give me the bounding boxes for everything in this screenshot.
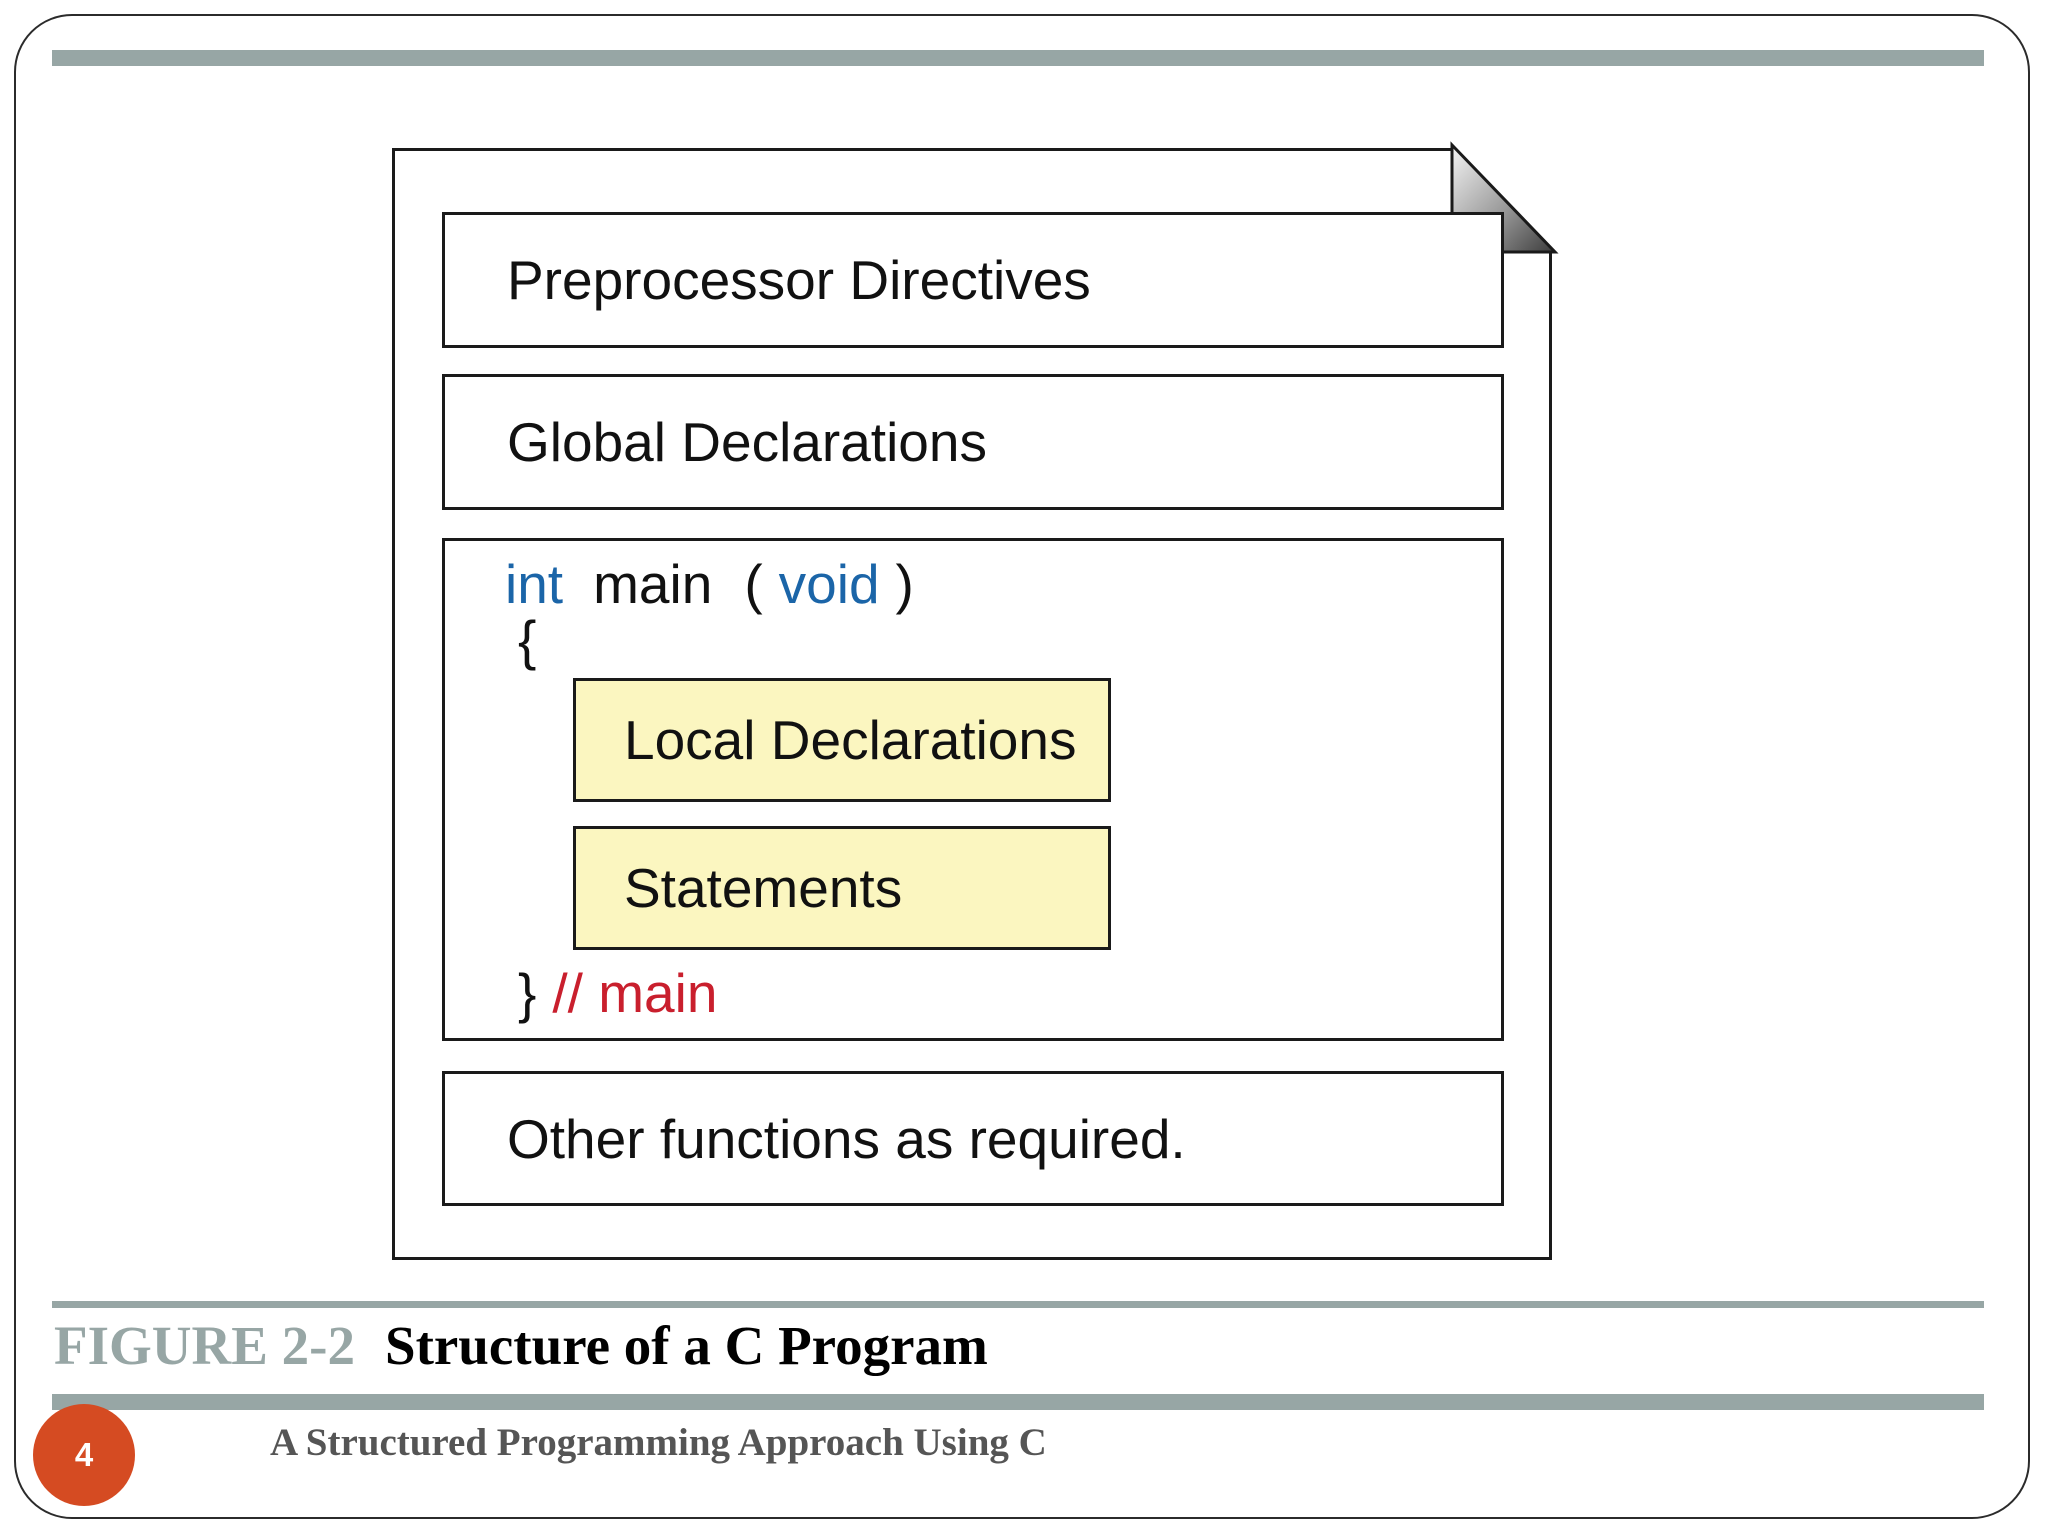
- keyword-int: int: [505, 553, 564, 615]
- keyword-void: void: [778, 553, 880, 615]
- figure-caption: FIGURE 2-2 Structure of a C Program: [54, 1315, 988, 1377]
- figure-title: Structure of a C Program: [384, 1315, 988, 1376]
- other-functions-label: Other functions as required.: [507, 1108, 1186, 1170]
- global-declarations-label: Global Declarations: [507, 411, 987, 473]
- caption-rule: [52, 1301, 1984, 1308]
- comment-main: // main: [552, 962, 718, 1024]
- brace-close: }: [518, 962, 537, 1024]
- slide-number-badge: 4: [33, 1404, 135, 1506]
- top-rule: [52, 50, 1984, 66]
- other-functions-box: Other functions as required.: [442, 1071, 1504, 1206]
- preprocessor-directives-label: Preprocessor Directives: [507, 249, 1091, 311]
- local-declarations-label: Local Declarations: [624, 709, 1077, 771]
- paren-close: ): [895, 553, 914, 615]
- global-declarations-box: Global Declarations: [442, 374, 1504, 510]
- statements-label: Statements: [624, 857, 903, 919]
- brace-open: {: [518, 609, 537, 671]
- book-title: A Structured Programming Approach Using …: [270, 1421, 1047, 1464]
- function-name-main: main: [593, 553, 713, 615]
- main-closing-line: }// main: [518, 966, 717, 1021]
- local-declarations-box: Local Declarations: [573, 678, 1111, 802]
- statements-box: Statements: [573, 826, 1111, 950]
- preprocessor-directives-box: Preprocessor Directives: [442, 212, 1504, 348]
- footer-rule: [52, 1394, 1984, 1410]
- paren-open: (: [744, 553, 763, 615]
- figure-number: FIGURE 2-2: [54, 1315, 355, 1376]
